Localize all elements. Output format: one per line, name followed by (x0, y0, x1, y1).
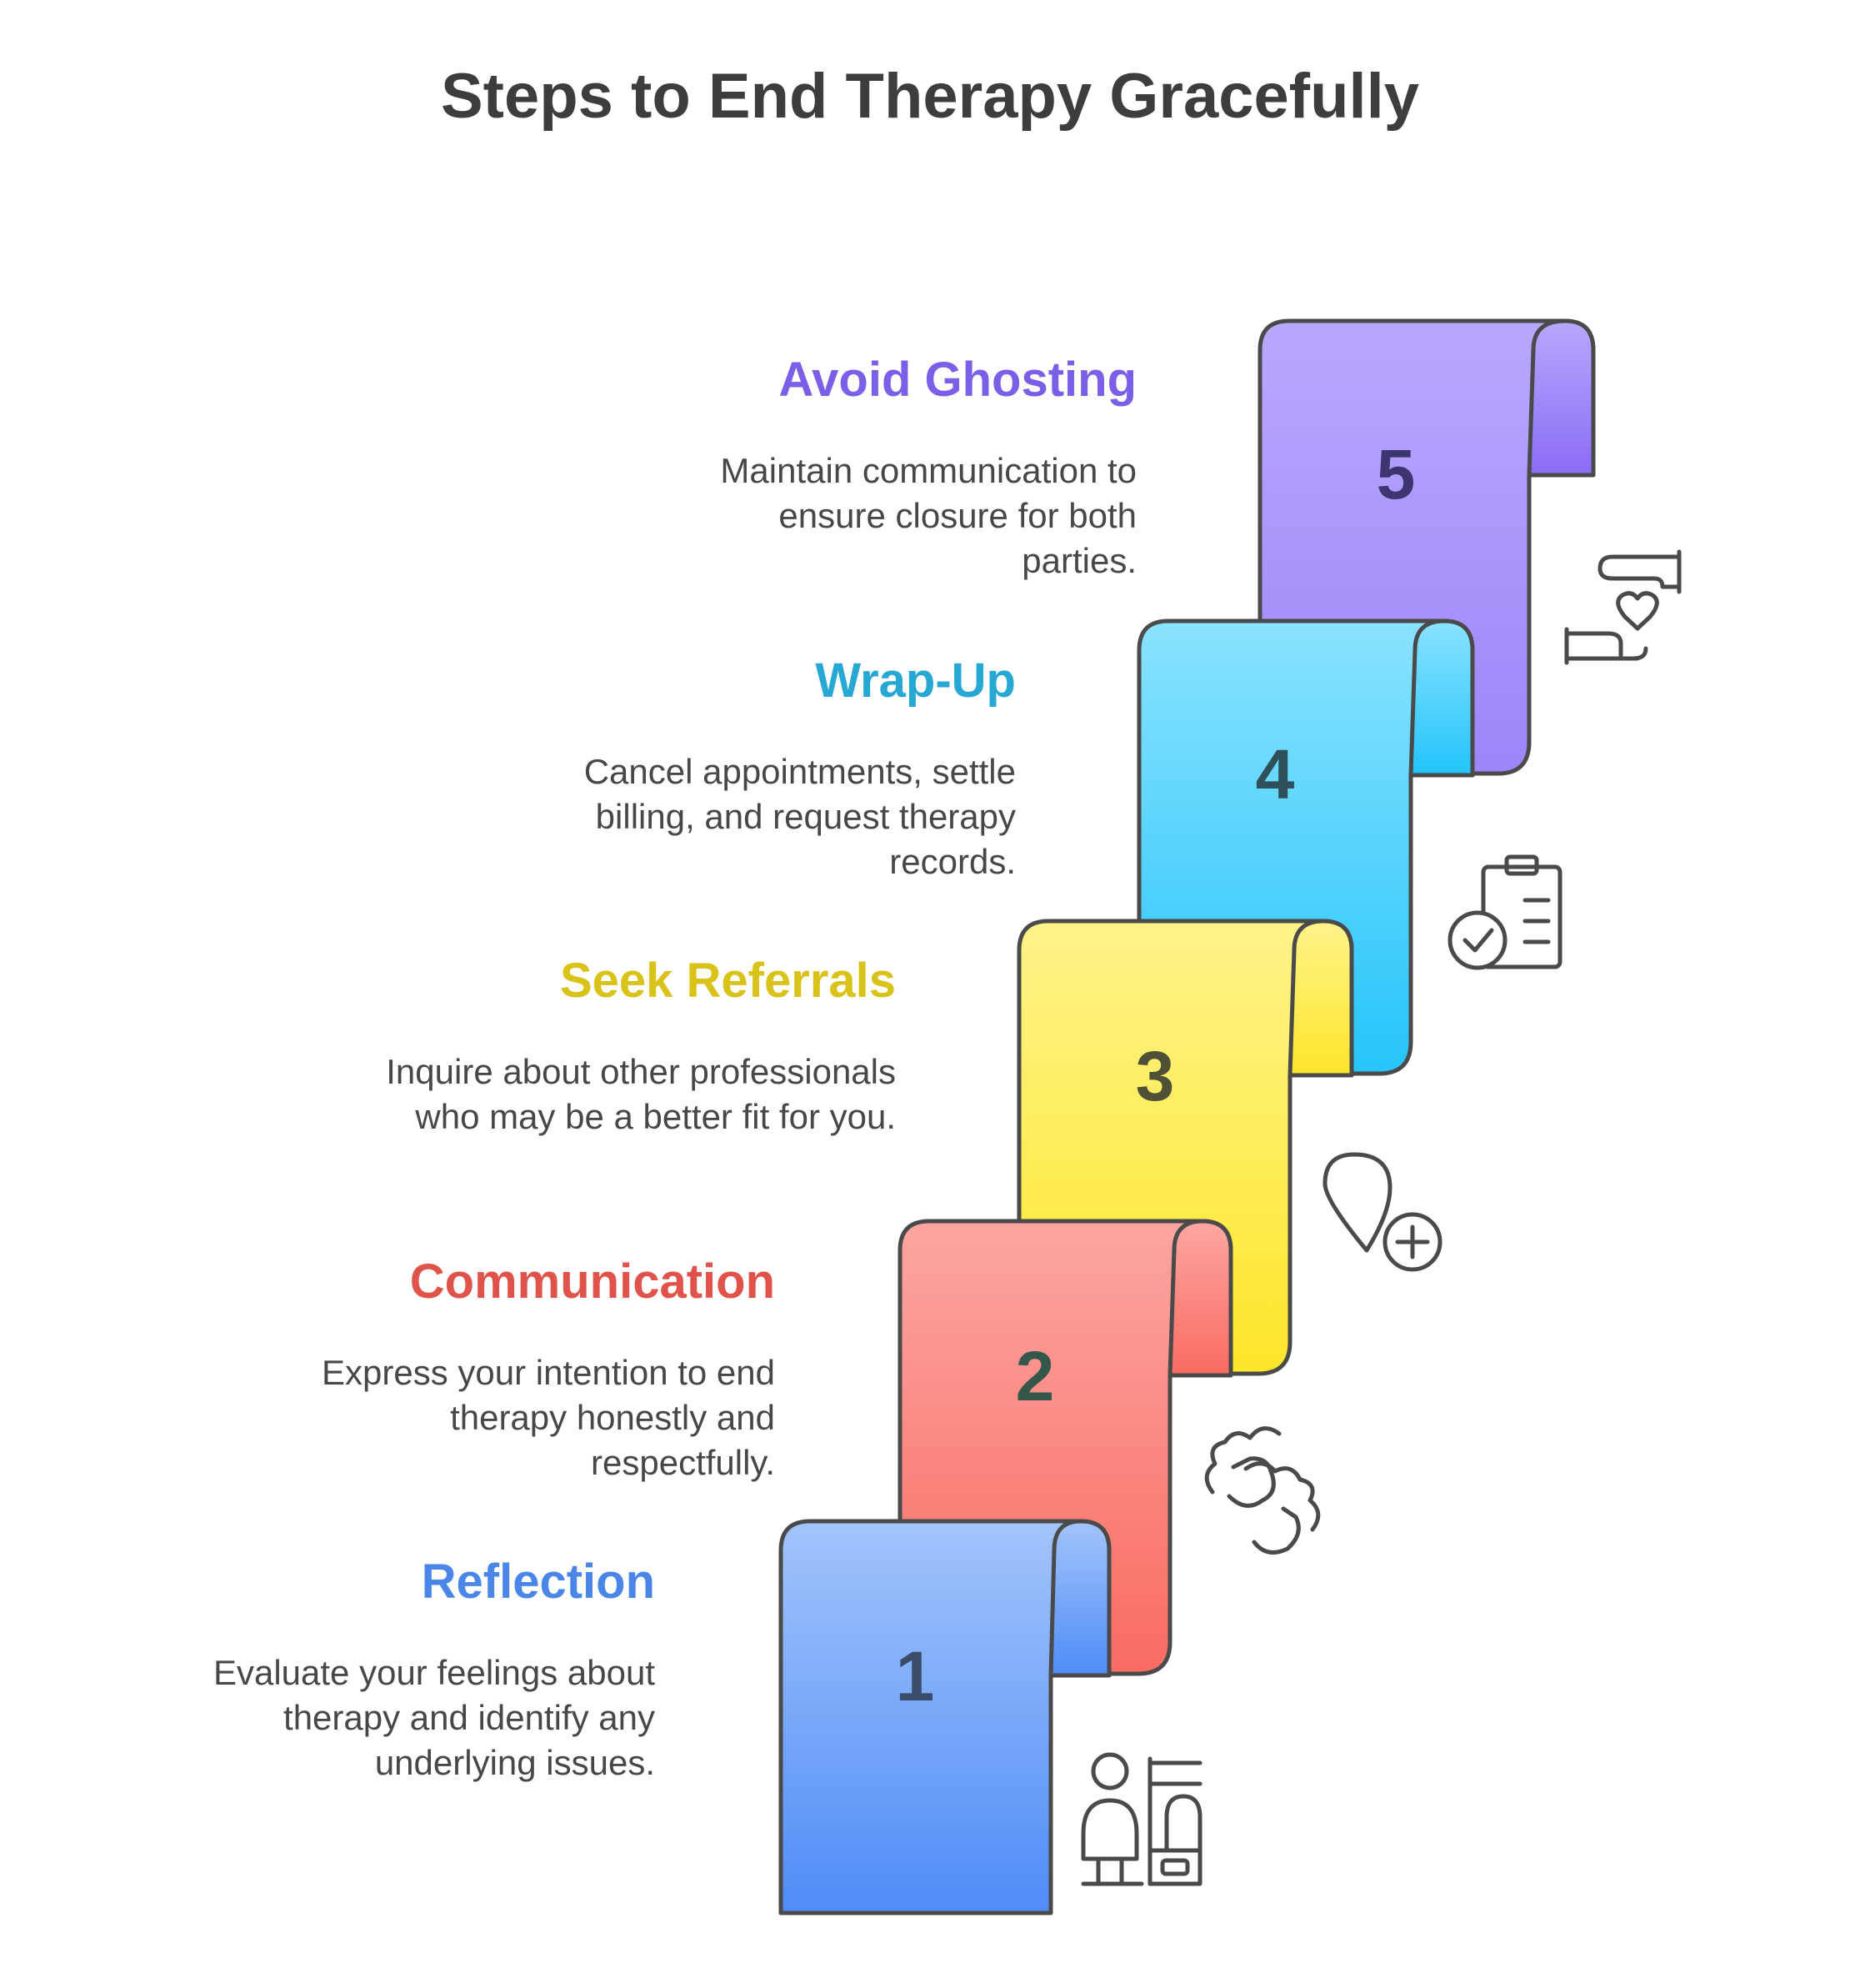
step-2-number: 2 (1016, 1337, 1055, 1415)
location-add-icon (1322, 1152, 1442, 1272)
clipboard-check-icon (1448, 854, 1562, 970)
step-1-heading: Reflection (421, 1555, 655, 1609)
heart-hand-icon (1564, 549, 1682, 665)
page-title: Steps to End Therapy Gracefully (440, 61, 1420, 132)
step-1-number: 1 (896, 1637, 935, 1715)
step-3-description: Inquire about other professionals who ma… (386, 1052, 896, 1136)
step-3-number: 3 (1136, 1037, 1175, 1115)
step-4-number: 4 (1256, 735, 1295, 814)
step-3-heading: Seek Referrals (559, 954, 896, 1008)
therapist-desk-icon (1081, 1752, 1202, 1886)
step-5-number: 5 (1377, 435, 1416, 513)
step-5-description: Maintain communication to ensure closure… (720, 451, 1137, 580)
step-1-ribbon (778, 1519, 1112, 1915)
step-4-description: Cancel appointments, settle billing, and… (583, 752, 1016, 881)
step-5-heading: Avoid Ghosting (778, 353, 1137, 407)
step-4-heading: Wrap-Up (815, 653, 1016, 708)
step-1-description: Evaluate your feelings about therapy and… (212, 1653, 655, 1782)
step-2-description: Express your intention to end therapy ho… (322, 1353, 775, 1482)
handshake-icon (1204, 1426, 1321, 1555)
step-2-heading: Communication (409, 1254, 775, 1309)
